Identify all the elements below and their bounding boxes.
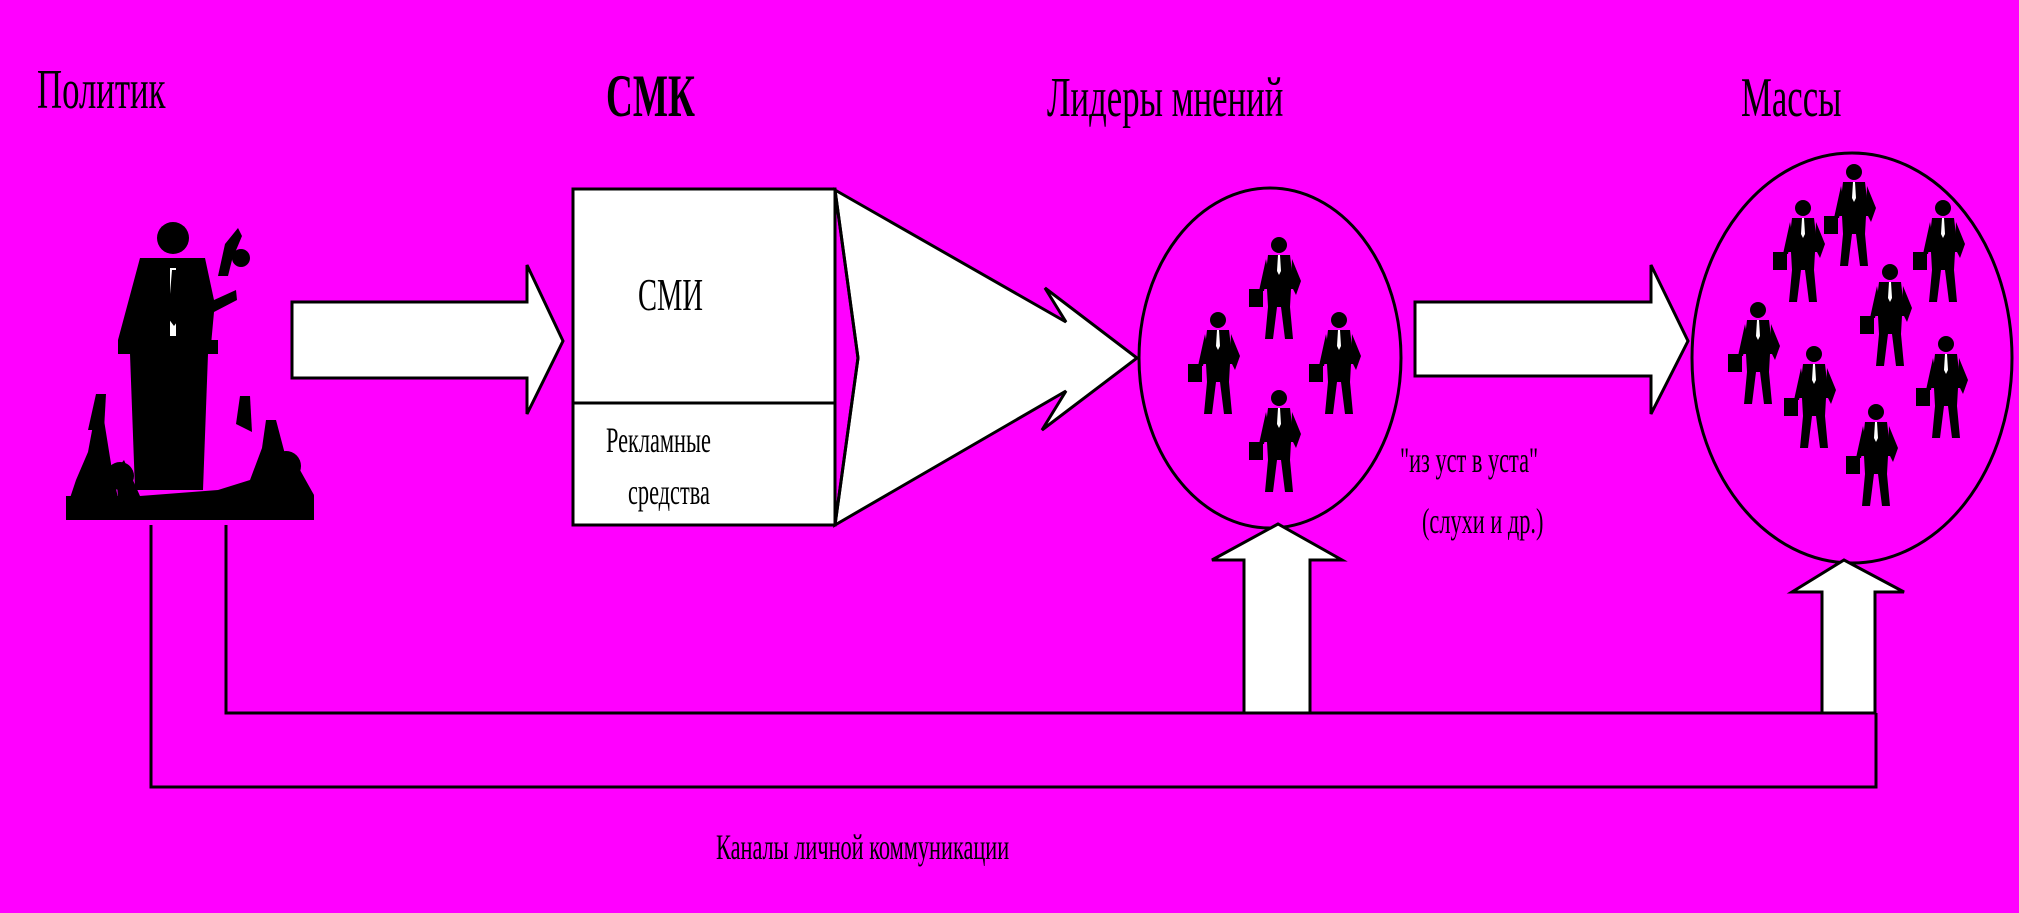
label-smk: СМК [606,63,695,129]
arrow-politician-to-media [290,264,565,415]
word-of-mouth-line1: "из уст в уста" [1400,440,1539,480]
speaker-at-podium-icon [66,222,314,520]
label-opinion-leaders: Лидеры мнений [1047,67,1284,129]
arrow-media-to-leaders [833,187,1140,528]
personal-channel-line-outer [149,525,1878,789]
personal-channel-line-inner [224,525,1822,715]
media-box-ads-line2: средства [628,472,710,512]
word-of-mouth-line2: (слухи и др.) [1422,501,1544,541]
arrow-up-to-masses [1786,558,1905,715]
arrow-leaders-to-masses [1413,264,1690,415]
label-personal-channels: Каналы личной коммуникации [716,827,1010,867]
media-box-smi-label: СМИ [638,269,703,320]
media-box-ads-line1: Рекламные [606,420,711,460]
media-box-smi [571,187,837,405]
arrow-up-to-leaders [1211,522,1348,715]
label-politician: Политик [37,59,166,121]
media-box-ads [571,401,837,527]
label-masses: Массы [1741,67,1842,129]
